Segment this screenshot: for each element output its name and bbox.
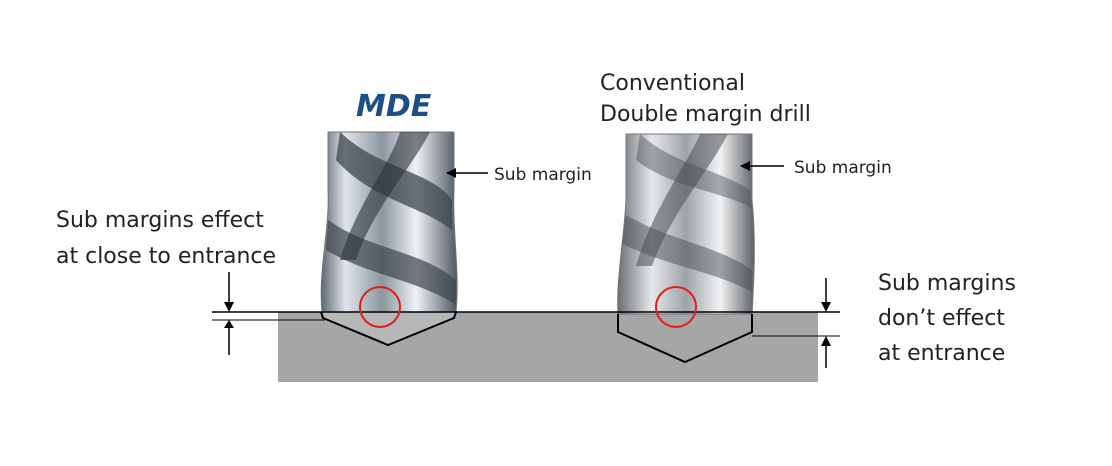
- mde-drill-tip: [322, 312, 456, 345]
- right-dimension-arrows: [821, 278, 831, 368]
- conventional-title-line2: Double margin drill: [600, 102, 811, 127]
- mde-hole-outline: [320, 311, 457, 347]
- conventional-drill-flute: [622, 215, 752, 292]
- sub-margin-arrow-left: [446, 168, 488, 178]
- left-note-line2: at close to entrance: [56, 244, 276, 269]
- right-note-line2: don’t effect: [878, 306, 1005, 331]
- left-dimension-arrows: [224, 272, 234, 355]
- mde-drill: [320, 131, 458, 345]
- conventional-drill-flute: [636, 134, 752, 208]
- conventional-drill: [617, 133, 755, 315]
- sub-margin-label-left: Sub margin: [494, 165, 592, 185]
- mde-brand-logo: MDE: [356, 89, 432, 124]
- mde-margin-highlight-circle: [359, 286, 401, 328]
- right-note-line1: Sub margins: [878, 271, 1016, 296]
- sub-margin-label-right: Sub margin: [794, 158, 892, 178]
- right-note-line3: at entrance: [878, 341, 1005, 366]
- conventional-hole-outline: [617, 314, 753, 364]
- left-note-line1: Sub margins effect: [56, 208, 264, 233]
- sub-margin-arrow-right: [740, 161, 784, 171]
- conventional-margin-highlight-circle: [655, 286, 697, 328]
- mde-drill-flute: [340, 132, 430, 260]
- conventional-title-line1: Conventional: [600, 71, 745, 96]
